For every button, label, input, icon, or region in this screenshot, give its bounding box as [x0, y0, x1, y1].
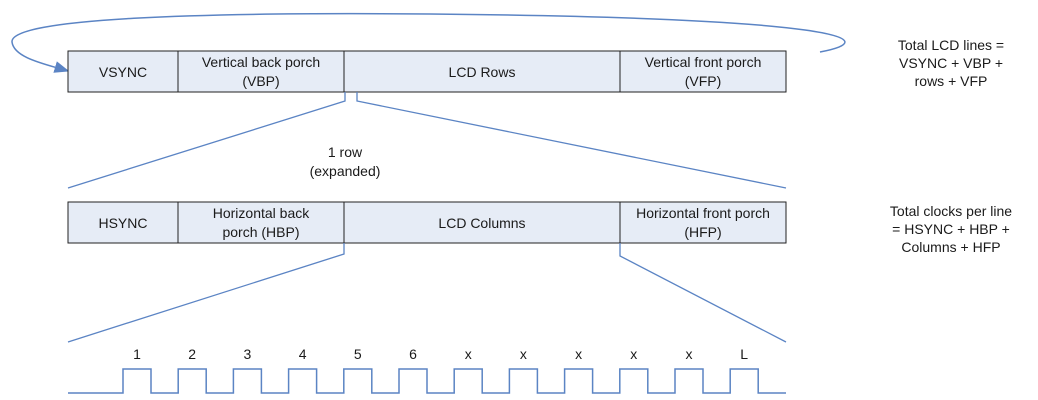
- hsync-cell: HSYNC: [67, 201, 179, 244]
- lcd-columns-label: LCD Columns: [438, 215, 525, 231]
- row-expansion-lines: [67, 92, 787, 189]
- expand-label-line2: (expanded): [310, 163, 381, 179]
- column-expansion-lines: [67, 243, 787, 343]
- expand-label-line1: 1 row: [328, 144, 363, 160]
- clock-label: 4: [299, 346, 307, 362]
- hbp-cell: Horizontal back porch (HBP): [177, 201, 345, 244]
- clock-label: x: [575, 346, 582, 362]
- svg-text:= HSYNC + HBP +: = HSYNC + HBP +: [892, 221, 1010, 237]
- horizontal-timing-row: HSYNC Horizontal back porch (HBP) LCD Co…: [67, 201, 787, 244]
- hbp-label-line1: Horizontal back: [213, 205, 310, 221]
- lcd-columns-cell: LCD Columns: [343, 201, 621, 244]
- hsync-label: HSYNC: [98, 215, 147, 231]
- clock-label: L: [740, 346, 748, 362]
- vertical-timing-row: VSYNC Vertical back porch (VBP) LCD Rows…: [67, 50, 787, 93]
- vfp-label-line2: (VFP): [685, 73, 722, 89]
- hfp-label-line2: (HFP): [684, 224, 721, 240]
- hbp-label-line2: porch (HBP): [222, 224, 299, 240]
- clock-label: x: [465, 346, 472, 362]
- clock-labels: 1 2 3 4 5 6 x x x x x L: [133, 346, 748, 362]
- hfp-cell: Horizontal front porch (HFP): [619, 201, 787, 244]
- clock-label: 5: [354, 346, 362, 362]
- vfp-label-line1: Vertical front porch: [645, 54, 762, 70]
- lcd-rows-cell: LCD Rows: [343, 50, 621, 93]
- pixel-clock-waveform: [68, 368, 786, 394]
- vsync-cell: VSYNC: [67, 50, 179, 93]
- clock-label: 3: [244, 346, 252, 362]
- vbp-cell: Vertical back porch (VBP): [177, 50, 345, 93]
- clock-label: 2: [188, 346, 196, 362]
- svg-text:Total LCD lines =: Total LCD lines =: [898, 37, 1004, 53]
- clock-label: x: [630, 346, 637, 362]
- vbp-label-line1: Vertical back porch: [202, 54, 320, 70]
- vbp-label-line2: (VBP): [242, 73, 279, 89]
- svg-text:VSYNC + VBP +: VSYNC + VBP +: [899, 55, 1003, 71]
- vfp-cell: Vertical front porch (VFP): [619, 50, 787, 93]
- loop-back-arrow: [11, 12, 846, 73]
- total-clocks-note: Total clocks per line = HSYNC + HBP + Co…: [890, 203, 1012, 255]
- svg-text:Columns + HFP: Columns + HFP: [901, 239, 1000, 255]
- hfp-label-line1: Horizontal front porch: [636, 205, 770, 221]
- clock-label: 1: [133, 346, 141, 362]
- vsync-label: VSYNC: [99, 64, 147, 80]
- clock-label: 6: [409, 346, 417, 362]
- clock-label: x: [686, 346, 693, 362]
- clock-label: x: [520, 346, 527, 362]
- svg-text:rows + VFP: rows + VFP: [915, 73, 988, 89]
- svg-text:Total clocks per line: Total clocks per line: [890, 203, 1012, 219]
- total-lines-note: Total LCD lines = VSYNC + VBP + rows + V…: [898, 37, 1004, 89]
- lcd-rows-label: LCD Rows: [449, 64, 516, 80]
